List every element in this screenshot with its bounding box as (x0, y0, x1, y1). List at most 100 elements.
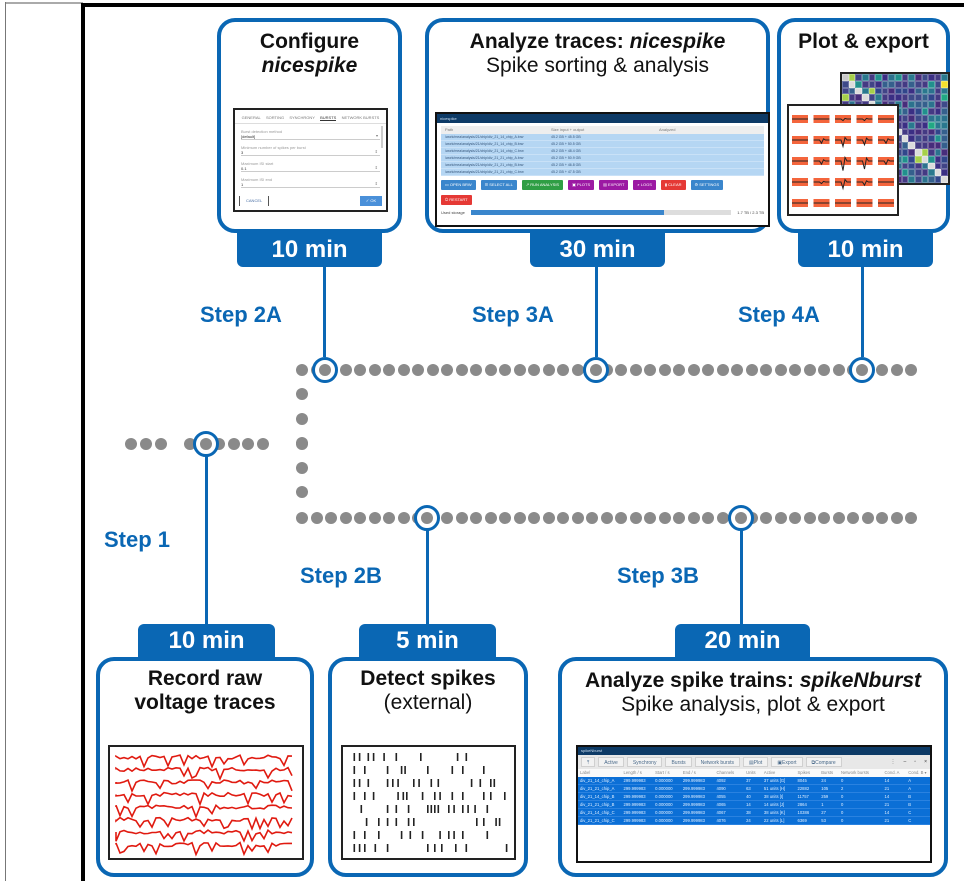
spike-tick (462, 805, 464, 813)
table-cell: B (908, 794, 912, 799)
heatmap-cell (921, 74, 929, 81)
voltage-trace (115, 779, 293, 794)
table-cell: 37 units [G] (763, 778, 786, 783)
spike-tick (400, 831, 403, 839)
app-button: ▮ CLEAR (660, 180, 686, 190)
connector-step3a (595, 267, 598, 357)
table-cell: 299.999983 (682, 778, 705, 783)
connector-step2a (323, 267, 326, 357)
toolbar-button: ⧉Compare (805, 757, 842, 767)
spike-tick (483, 766, 485, 774)
table-cell: div_21_21_chip_B (580, 802, 615, 807)
card-subtitle: Spike analysis, plot & export (621, 693, 885, 716)
spike-tick (386, 844, 389, 852)
storage-bar-fill (470, 210, 664, 215)
card-analyze-spike-trains: Analyze spike trains: spikeNburst Spike … (558, 657, 948, 877)
heatmap-cell (934, 87, 942, 95)
timeline-dot (513, 364, 526, 376)
table-cell: A (908, 786, 912, 791)
spike-tick (383, 753, 385, 761)
app-button: ⌕ LOGS (633, 180, 656, 190)
app-button: ⚙ SETTINGS (690, 180, 724, 190)
timeline-dot (890, 364, 903, 376)
heatmap-cell (855, 74, 862, 81)
heatmap-cell (908, 74, 915, 81)
heatmap-cell (901, 74, 909, 81)
spike-tick (486, 831, 489, 839)
column-header: Active (763, 770, 776, 775)
timeline-dot (296, 364, 308, 376)
heatmap-cell (934, 74, 942, 81)
voltage-trace (115, 804, 293, 819)
cell-analyzed (659, 169, 764, 175)
waveform-band (856, 157, 873, 165)
table-cell: 22882 (797, 786, 810, 791)
field-label: Burst detection method (241, 129, 283, 134)
mean-waveform (856, 156, 873, 170)
column-header: Cond. B ▾ (908, 770, 927, 775)
column-header: Label (580, 770, 591, 775)
table-cell: 4055 (716, 794, 726, 799)
column-header: Path (445, 127, 454, 132)
heatmap-cell (908, 135, 915, 143)
timeline-dot (140, 438, 152, 450)
heatmap-cell (908, 121, 915, 129)
timeline-dot (876, 364, 888, 376)
heatmap-cell (888, 87, 895, 95)
column-header: Size input + output (551, 127, 585, 132)
mean-waveform (856, 137, 873, 147)
field-spinner-icon: ⇕ (374, 181, 378, 186)
heatmap-cell (928, 80, 935, 88)
heatmap-cell (895, 74, 902, 81)
cell-analyzed (659, 162, 764, 168)
heatmap-cell (914, 128, 922, 136)
heatmap-cell (901, 176, 909, 183)
table-cell: B (908, 802, 912, 807)
timeline-dot (586, 512, 598, 524)
waveform-cell (878, 115, 894, 123)
table-cell: 259 (821, 794, 829, 799)
timeline-dot (397, 512, 410, 524)
timeline-dot (441, 364, 453, 376)
timeline-dot (228, 438, 240, 450)
heatmap-cell (848, 74, 856, 81)
spike-tick (367, 753, 370, 761)
waveform-cell (835, 115, 851, 123)
heatmap-cell (921, 142, 929, 149)
heatmap-cell (921, 155, 929, 163)
spike-tick (462, 766, 464, 774)
table-cell: 0 (841, 818, 844, 823)
spike-tick (453, 831, 455, 839)
table-cell: 8045 (797, 778, 807, 783)
heatmap-cell (842, 74, 849, 81)
heatmap-cell (941, 94, 948, 102)
heatmap-cell (895, 87, 902, 95)
heatmap-cell (908, 162, 915, 170)
toolbar-button: Synchrony (626, 757, 663, 767)
table-cell: 21 (884, 802, 890, 807)
heatmap-cell (934, 114, 942, 122)
timeline-dot (383, 512, 395, 524)
waveform-svg (792, 115, 894, 207)
table-cell: 2 (841, 786, 844, 791)
waveform-cell (792, 199, 808, 207)
table-cell: 38 (746, 810, 751, 815)
waveform-cell (835, 155, 851, 171)
spike-tick (358, 844, 361, 852)
table-row: /work/mea/analysis/21/chip/div_21_21_chi… (441, 169, 764, 176)
node-step3a (583, 357, 609, 383)
waveform-cell (878, 178, 894, 186)
cell-path: /work/mea/analysis/21/chip/div_21_21_chi… (445, 163, 524, 167)
spike-tick (372, 792, 375, 800)
table-cell: 299.999983 (682, 786, 705, 791)
dialog-tab: SORTING (265, 115, 285, 120)
heatmap-cell (901, 80, 909, 88)
heatmap-cell (861, 74, 869, 81)
raw-voltage-traces-plot (108, 745, 304, 860)
timeline-dot (426, 364, 439, 376)
spike-tick (495, 818, 497, 826)
timeline-dot (339, 364, 352, 376)
heatmap-cell (928, 94, 935, 102)
timeline-dot (571, 512, 584, 524)
